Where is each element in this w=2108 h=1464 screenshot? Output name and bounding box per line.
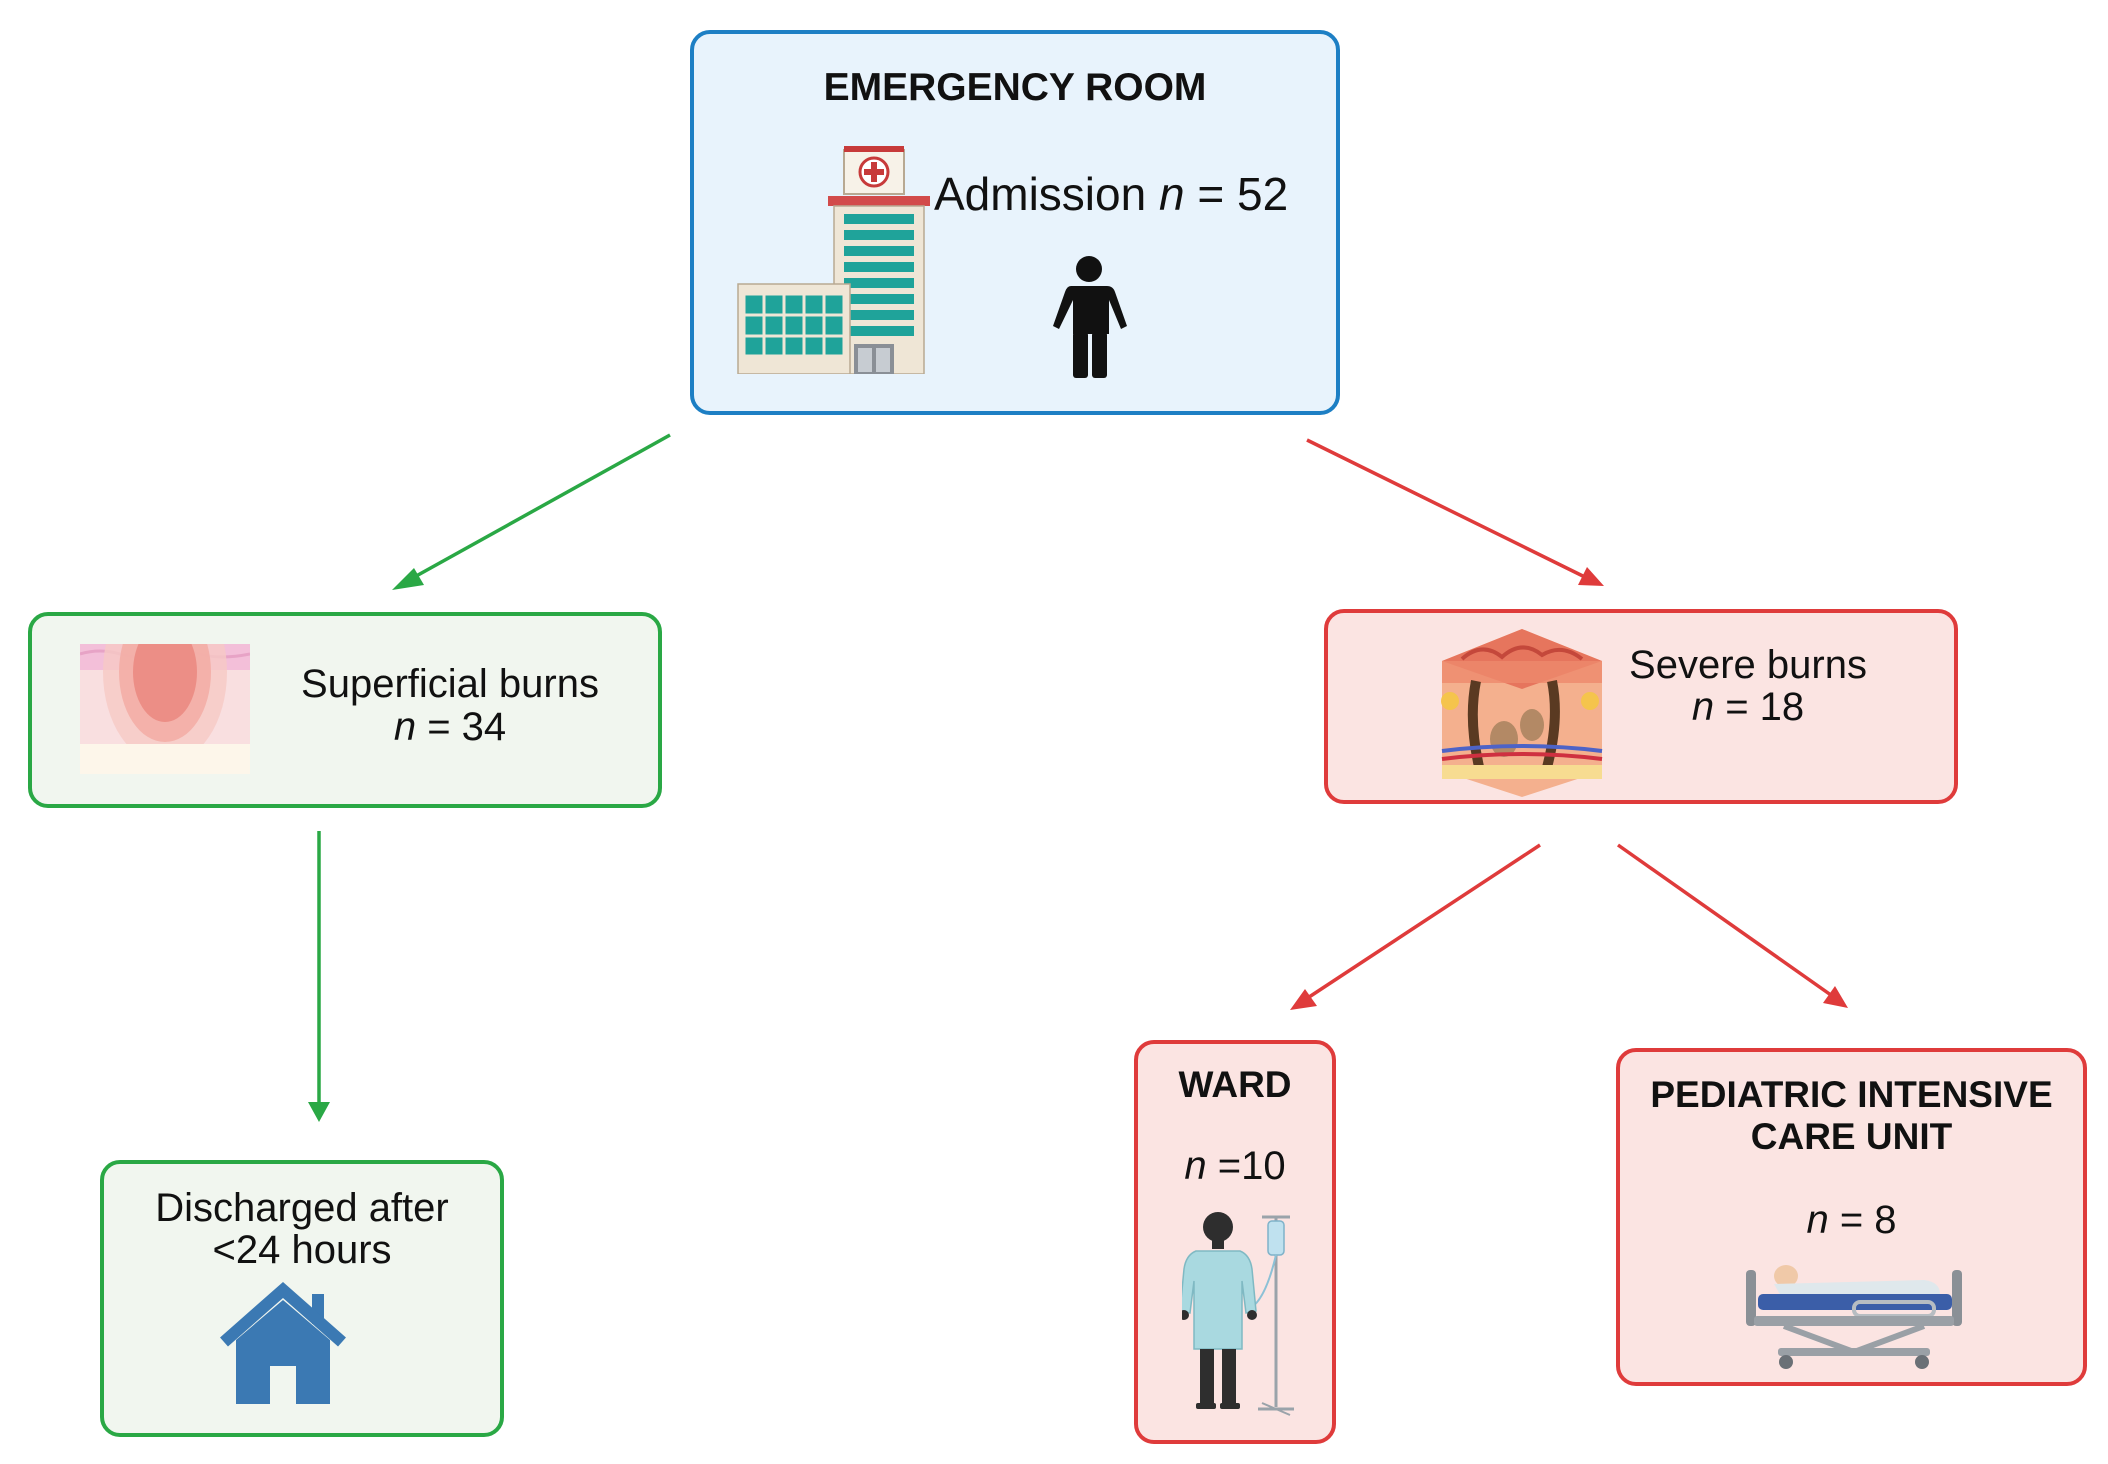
discharged-line-1: Discharged after (155, 1186, 449, 1230)
ward-n-value: =10 (1206, 1144, 1286, 1188)
severe-burns-box: Severe burns n = 18 (1324, 609, 1958, 804)
patient-iv-icon (1182, 1212, 1294, 1416)
arrow-er-to-severe (1306, 438, 1604, 586)
discharged-line-2: <24 hours (212, 1228, 392, 1272)
ward-n-symbol: n (1184, 1144, 1207, 1188)
superficial-burns-box: Superficial burns n = 34 (28, 612, 662, 808)
admission-count: Admission n = 52 (934, 167, 1288, 221)
picu-count: n = 8 (1620, 1198, 2083, 1243)
picu-title-line-1: PEDIATRIC INTENSIVE (1650, 1074, 2053, 1115)
admission-label: Admission (934, 168, 1159, 220)
severe-n-symbol: n (1691, 685, 1715, 729)
ward-title: WARD (1178, 1064, 1292, 1105)
discharged-box: Discharged after <24 hours (100, 1160, 504, 1437)
emergency-room-title: EMERGENCY ROOM (823, 66, 1207, 109)
picu-title-line-2: CARE UNIT (1750, 1116, 1953, 1157)
admission-n-symbol: n (1158, 168, 1185, 220)
superficial-n-symbol: n (393, 705, 417, 749)
emergency-room-box: EMERGENCY ROOM (690, 30, 1340, 415)
severe-burns-label: Severe burns (1629, 643, 1867, 687)
house-icon (220, 1282, 346, 1404)
hospital-building-icon (737, 146, 930, 374)
severe-skin-burn-icon (1441, 629, 1603, 797)
arrow-severe-to-picu (1616, 843, 1848, 1008)
hospital-bed-icon (1746, 1265, 1962, 1369)
picu-n-symbol: n (1806, 1198, 1829, 1242)
superficial-skin-burn-icon (80, 644, 250, 774)
arrow-er-to-superficial (392, 433, 671, 590)
picu-n-value: = 8 (1828, 1198, 1897, 1242)
arrow-severe-to-ward (1290, 843, 1541, 1010)
ward-count: n =10 (1138, 1144, 1332, 1189)
severe-burns-count: n = 18 (1618, 685, 1878, 730)
admission-n-value: = 52 (1184, 168, 1289, 220)
person-icon (1053, 256, 1127, 378)
ward-box: WARD n =10 (1134, 1040, 1336, 1444)
picu-box: PEDIATRIC INTENSIVE CARE UNIT n = 8 (1616, 1048, 2087, 1386)
superficial-burns-count: n = 34 (290, 705, 610, 750)
superficial-n-value: = 34 (416, 705, 507, 749)
arrow-superficial-to-discharged (308, 831, 330, 1122)
severe-n-value: = 18 (1714, 685, 1805, 729)
superficial-burns-label: Superficial burns (301, 662, 599, 706)
